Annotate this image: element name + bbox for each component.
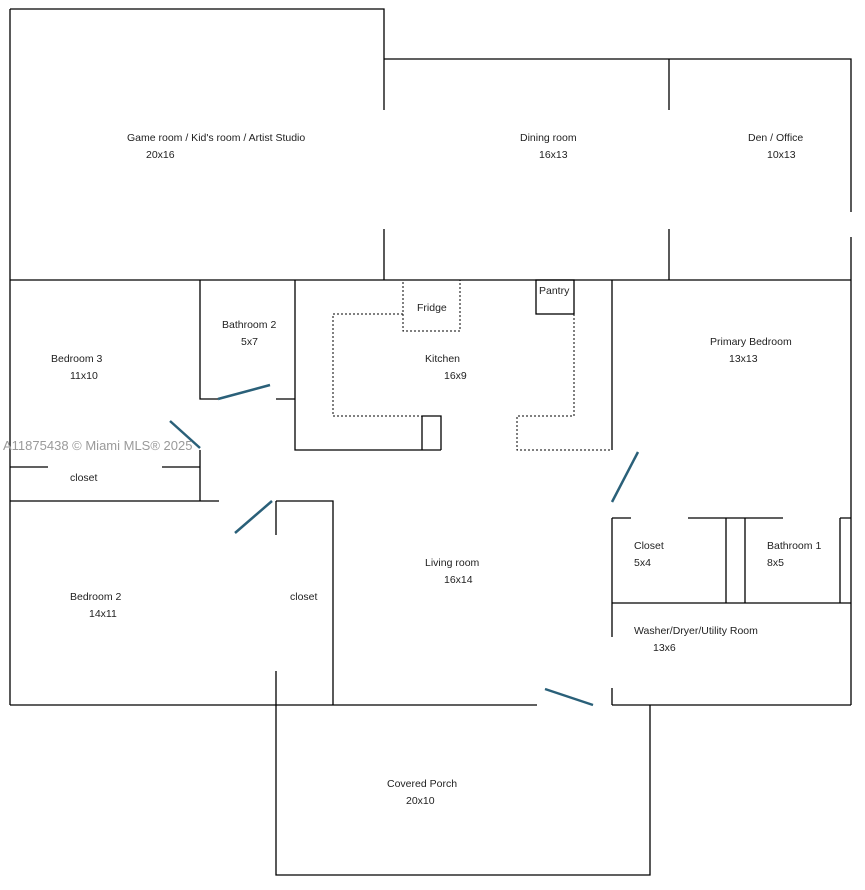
den-size: 10x13	[767, 149, 796, 161]
utility-room-name: Washer/Dryer/Utility Room	[634, 625, 758, 637]
closet-bedroom2-label: closet	[290, 591, 318, 603]
primary-bedroom-size: 13x13	[729, 353, 758, 365]
dining-room-size: 16x13	[539, 149, 568, 161]
den-name: Den / Office	[748, 132, 803, 144]
utility-room-size: 13x6	[653, 642, 676, 654]
fridge-box	[402, 279, 461, 332]
bedroom3-size: 11x10	[70, 370, 98, 382]
bedroom2-size: 14x11	[89, 608, 117, 620]
door-bathroom2[interactable]	[217, 383, 271, 401]
bathroom1-name: Bathroom 1	[767, 540, 821, 552]
dashed-counters	[332, 279, 612, 451]
bedroom2-name: Bedroom 2	[70, 591, 122, 603]
kitchen-name: Kitchen	[425, 353, 460, 365]
closet-primary-name: Closet	[634, 540, 664, 552]
closet-primary-size: 5x4	[634, 557, 651, 569]
fridge-label: Fridge	[417, 302, 447, 314]
bedroom3-name: Bedroom 3	[51, 353, 103, 365]
primary-bedroom-name: Primary Bedroom	[710, 336, 792, 348]
door-bedroom3[interactable]	[169, 420, 201, 449]
porch-size: 20x10	[406, 795, 435, 807]
doors	[169, 383, 640, 707]
game-room-size: 20x16	[146, 149, 175, 161]
closet-bedroom3-label: closet	[70, 472, 98, 484]
living-room-size: 16x14	[444, 574, 473, 586]
game-room-name: Game room / Kid's room / Artist Studio	[127, 132, 305, 144]
door-bedroom2[interactable]	[234, 500, 273, 534]
walls	[9, 8, 852, 876]
porch-name: Covered Porch	[387, 778, 457, 790]
watermark: A11875438 © Miami MLS® 2025	[3, 438, 192, 453]
pantry-box	[535, 279, 575, 315]
bathroom2-size: 5x7	[241, 336, 258, 348]
kitchen-size: 16x9	[444, 370, 467, 382]
door-primary[interactable]	[610, 451, 640, 503]
pantry-label: Pantry	[539, 285, 570, 297]
room-labels: Game room / Kid's room / Artist Studio 2…	[51, 132, 821, 807]
living-room-name: Living room	[425, 557, 480, 569]
bathroom1-size: 8x5	[767, 557, 784, 569]
bathroom2-name: Bathroom 2	[222, 319, 276, 331]
door-porch[interactable]	[544, 687, 594, 707]
dining-room-name: Dining room	[520, 132, 577, 144]
